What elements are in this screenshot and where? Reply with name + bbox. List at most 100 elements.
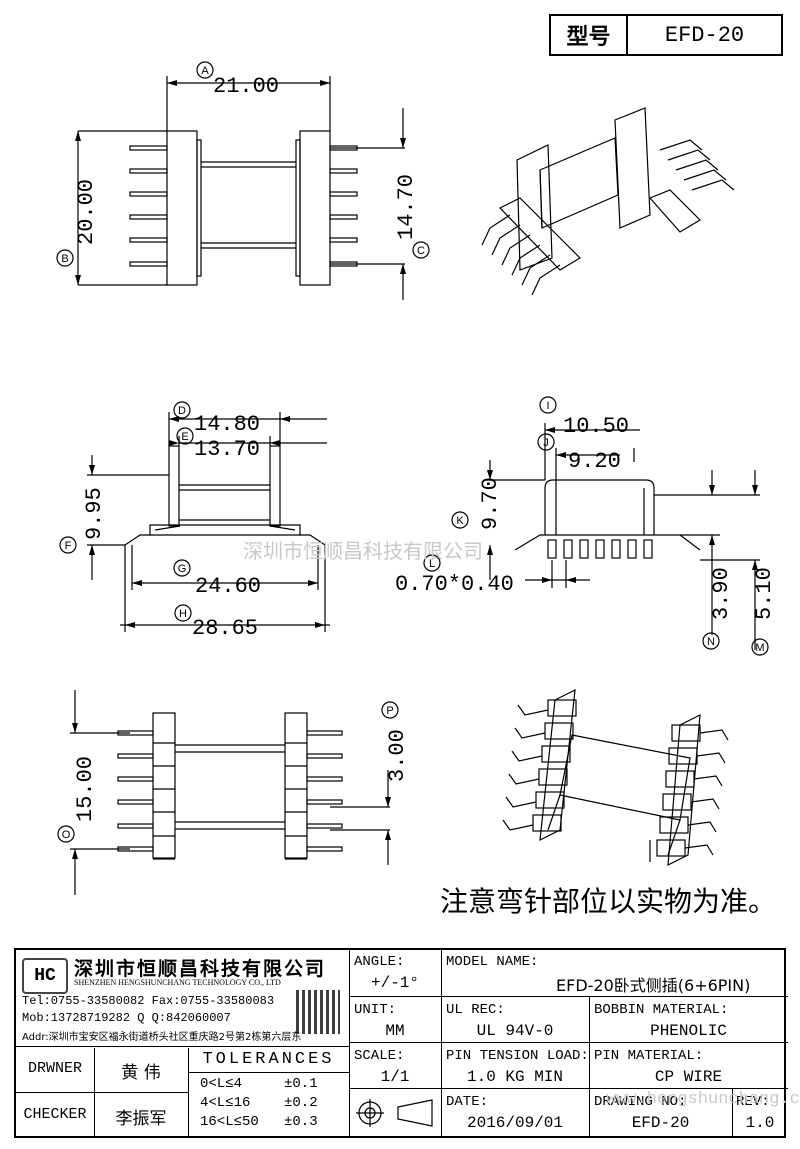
- model-name-value: EFD-20卧式侧插(6+6PIN): [556, 976, 751, 995]
- iso2-block-left-2: [544, 722, 574, 740]
- date-value: 2016/09/01: [466, 1114, 563, 1132]
- pin-tension-label: PIN TENSION LOAD:: [446, 1048, 589, 1064]
- bottom-view: [70, 690, 390, 895]
- iso2-block-right-1: [671, 724, 701, 742]
- iso2-pin-left-4: [508, 773, 540, 785]
- iso2-block-right-2: [668, 747, 698, 765]
- tag-e: E: [181, 431, 188, 443]
- iso-pin-left-5: [521, 254, 551, 286]
- iso-pin-right-5: [691, 179, 735, 191]
- bv-pin-right-3: [306, 776, 343, 782]
- iso2-block-left-1: [547, 699, 577, 717]
- tag-f: F: [65, 540, 72, 552]
- iso2-pin-left-5: [505, 796, 537, 808]
- iso-pin-right-3: [675, 159, 719, 171]
- tag-b: B: [61, 253, 68, 265]
- iso-pin-right-4: [683, 169, 727, 181]
- watermark-company: 深圳市恒顺昌科技有限公司: [243, 539, 483, 563]
- iso2-block-left-5: [535, 791, 565, 809]
- tag-n: N: [707, 636, 715, 648]
- dim-g-text: 24.60: [195, 574, 261, 599]
- iso2-block-left-4: [538, 768, 568, 786]
- tag-o-circle: [57, 825, 75, 843]
- bending-note: 注意弯针部位以实物为准。: [440, 885, 777, 918]
- iso-pin-left-2: [491, 224, 521, 256]
- tag-h: H: [179, 608, 187, 620]
- dim-i-text: 10.50: [563, 414, 629, 439]
- title-block: HC 深圳市恒顺昌科技有限公司 SHENZHEN HENGSHUNCHANG T…: [14, 948, 800, 1138]
- dim-d-text: 14.80: [194, 412, 260, 437]
- date-label: DATE:: [446, 1094, 489, 1110]
- iso2-pin-right-4: [690, 798, 720, 810]
- scale-value: 1/1: [380, 1068, 410, 1086]
- company-address: Addr:深圳市宝安区福永街道桥头社区重庆路2号第2栋第六层东: [22, 1032, 302, 1043]
- company-name-en: SHENZHEN HENGSHUNCHANG TECHNOLOGY CO., L…: [74, 978, 281, 987]
- dim-a-text: 21.00: [213, 74, 279, 99]
- dim-n-text: 3.90: [709, 567, 734, 620]
- iso-pin-right-2: [667, 149, 711, 161]
- drawing-no-value: EFD-20: [631, 1114, 690, 1132]
- tol-range-1: 0<L≤4: [200, 1076, 243, 1092]
- drawing-no-label: DRAWING NO:: [594, 1094, 687, 1110]
- tag-p: P: [386, 705, 393, 717]
- side-pin-3: [579, 539, 589, 559]
- tag-c-circle: [412, 241, 430, 259]
- scale-label: SCALE:: [354, 1048, 405, 1064]
- dim-p-text: 3.00: [385, 729, 410, 782]
- iso2-pin-left-1: [517, 704, 549, 716]
- tag-e-circle: [176, 427, 194, 445]
- dim-c-text: 14.70: [394, 174, 419, 240]
- pin-left-5: [129, 237, 168, 243]
- pin-left-4: [129, 214, 168, 220]
- unit-value: MM: [385, 1022, 405, 1040]
- side-pin-2: [563, 539, 573, 559]
- tag-i: I: [546, 400, 549, 412]
- company-mob: Mob:13728719282 Q Q:842060007: [22, 1011, 231, 1025]
- tag-b-circle: [56, 249, 74, 267]
- iso2-block-left-6: [532, 814, 562, 832]
- tag-i-circle: [539, 396, 557, 414]
- drawer-label: DRWNER: [27, 1060, 82, 1077]
- bobbin-material-label: BOBBIN MATERIAL:: [594, 1002, 729, 1018]
- tag-p-circle: [381, 701, 399, 719]
- bv-pin-left-5: [117, 823, 154, 829]
- tol-value-3: ±0.3: [284, 1114, 318, 1130]
- pin-right-2: [329, 168, 358, 174]
- tag-j-circle: [537, 433, 555, 451]
- dim-e-text: 13.70: [194, 437, 260, 462]
- dimension-arrows: [72, 80, 758, 859]
- tag-h-circle: [174, 604, 192, 622]
- tol-range-3: 16<L≤50: [200, 1114, 259, 1130]
- dim-j-text: 9.20: [568, 449, 621, 474]
- bv-pin-left-3: [117, 776, 154, 782]
- iso2-pin-right-6: [684, 844, 714, 856]
- pin-right-4: [329, 214, 358, 220]
- bv-pin-left-4: [117, 799, 154, 805]
- tag-k-circle: [451, 511, 469, 529]
- pin-material-value: CP WIRE: [654, 1068, 723, 1086]
- pin-right-3: [329, 191, 358, 197]
- side-pin-1: [547, 539, 557, 559]
- company-name-cn: 深圳市恒顺昌科技有限公司: [74, 958, 327, 980]
- tol-value-2: ±0.2: [284, 1095, 318, 1111]
- dim-k-text: 9.70: [478, 477, 503, 530]
- qr-code: [296, 990, 340, 1034]
- tol-range-2: 4<L≤16: [200, 1095, 251, 1111]
- rev-value: 1.0: [745, 1114, 775, 1132]
- tag-m: M: [755, 642, 764, 654]
- company-logo: HC: [22, 958, 68, 994]
- bobbin-material-value: PHENOLIC: [650, 1022, 727, 1040]
- iso2-pin-right-2: [696, 752, 726, 764]
- ul-rec-label: UL REC:: [446, 1002, 505, 1018]
- bv-pin-right-2: [306, 753, 343, 759]
- bv-pin-right-1: [306, 730, 343, 736]
- tag-l: L: [429, 558, 435, 570]
- iso-pin-left-1: [481, 214, 511, 246]
- dim-b-text: 20.00: [74, 179, 99, 245]
- iso2-block-right-4: [662, 793, 692, 811]
- pin-left-3: [129, 191, 168, 197]
- iso2-pin-left-3: [511, 750, 543, 762]
- iso2-pin-left-2: [514, 727, 546, 739]
- iso2-pin-right-5: [687, 821, 717, 833]
- tag-a-circle: [196, 61, 214, 79]
